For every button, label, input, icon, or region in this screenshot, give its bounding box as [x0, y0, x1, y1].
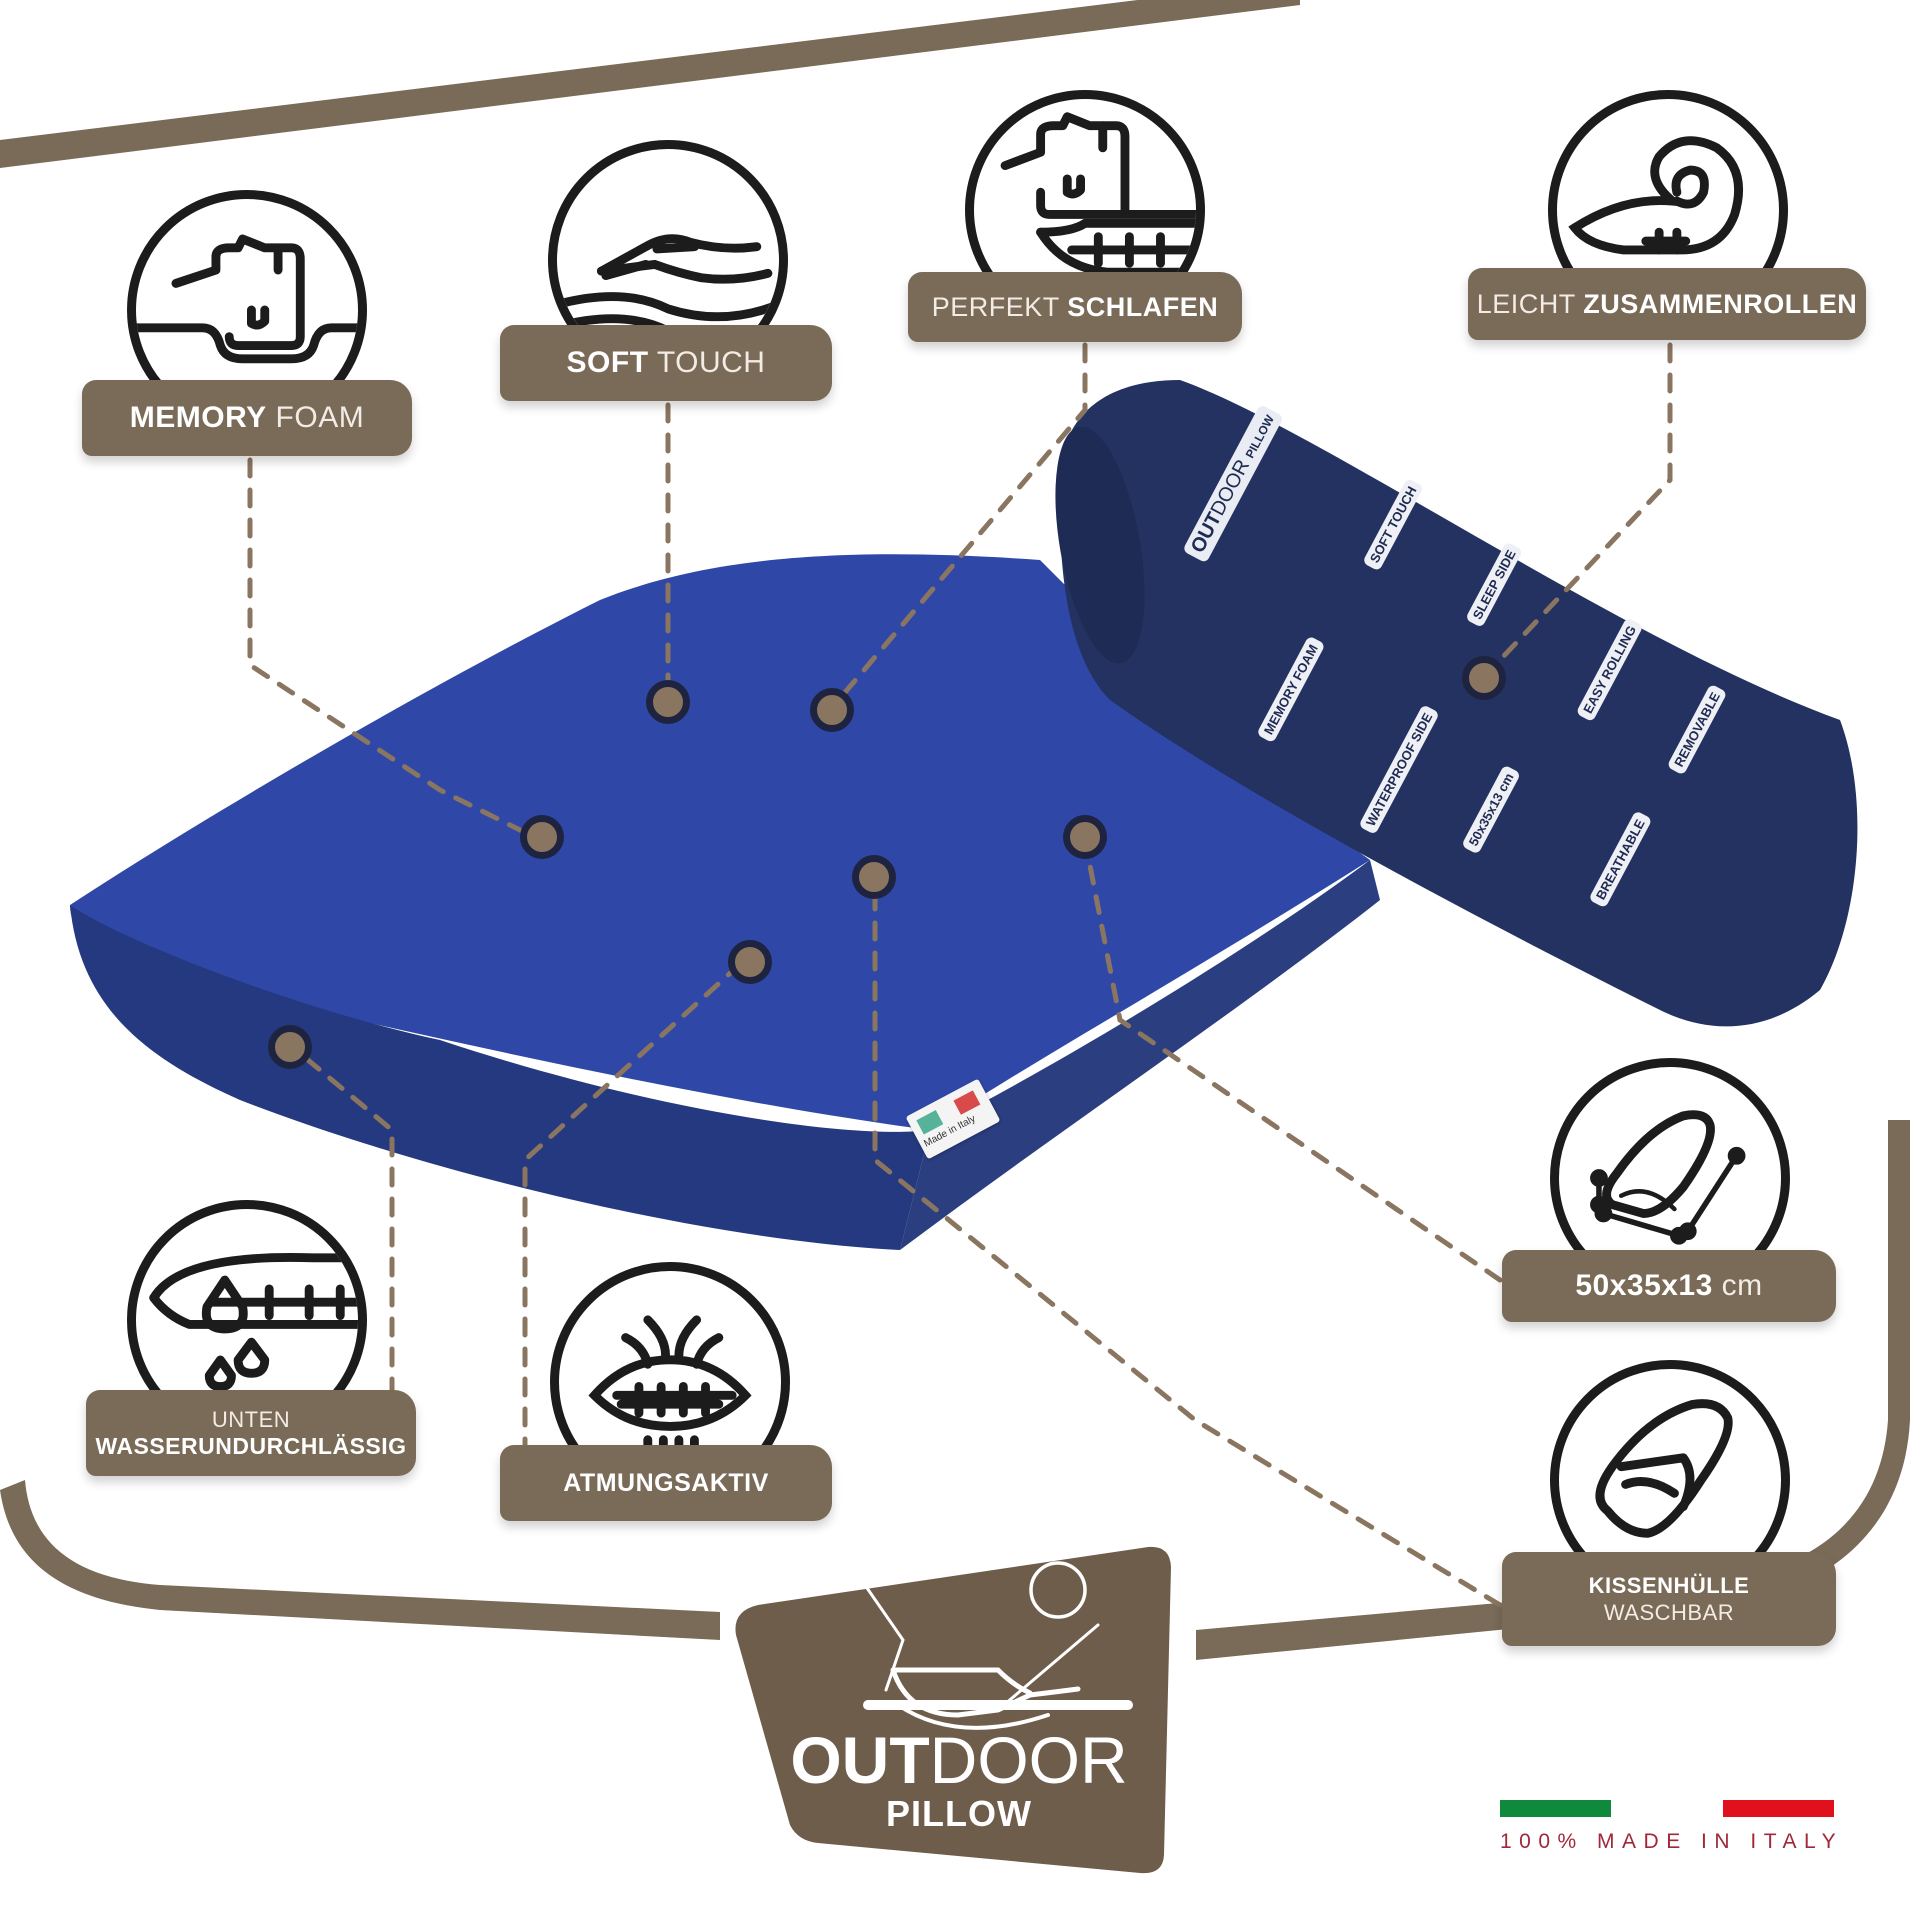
feature-tag-soft-touch: SOFT TOUCH — [500, 325, 832, 401]
hotspot-perfekt-schlafen[interactable] — [810, 688, 854, 732]
logo-brand: OUTDOOR — [790, 1723, 1128, 1797]
hotspot-leicht-zusammenrollen[interactable] — [1462, 656, 1506, 700]
hotspot-dimensions[interactable] — [852, 855, 896, 899]
feature-tag-wasserundurchlaessig: UNTEN WASSERUNDURCHLÄSSIG — [86, 1390, 416, 1476]
logo-subtitle: PILLOW — [886, 1793, 1032, 1834]
feature-tag-perfekt-schlafen: PERFEKT SCHLAFEN — [908, 272, 1242, 342]
feature-tag-leicht-zusammenrollen: LEICHT ZUSAMMENROLLEN — [1468, 268, 1866, 340]
italy-red-bar — [1723, 1800, 1834, 1817]
hotspot-kissenhuelle[interactable] — [1063, 815, 1107, 859]
hotspot-memory-foam[interactable] — [520, 815, 564, 859]
made-in-italy-text: 100% MADE IN ITALY — [1500, 1830, 1844, 1853]
hotspot-atmungsaktiv[interactable] — [728, 940, 772, 984]
feature-tag-kissenhuelle: KISSENHÜLLE WASCHBAR — [1502, 1552, 1836, 1646]
feature-tag-dimensions: 50x35x13 cm — [1502, 1250, 1836, 1322]
hotspot-soft-touch[interactable] — [646, 680, 690, 724]
feature-tag-atmungsaktiv: ATMUNGSAKTIV — [500, 1445, 832, 1521]
italy-green-bar — [1500, 1800, 1611, 1817]
feature-tag-memory-foam: MEMORY FOAM — [82, 380, 412, 456]
outdoor-pillow-logo: OUTDOOR PILLOW — [728, 1525, 1190, 1880]
hotspot-wasserundurchlaessig[interactable] — [268, 1025, 312, 1069]
